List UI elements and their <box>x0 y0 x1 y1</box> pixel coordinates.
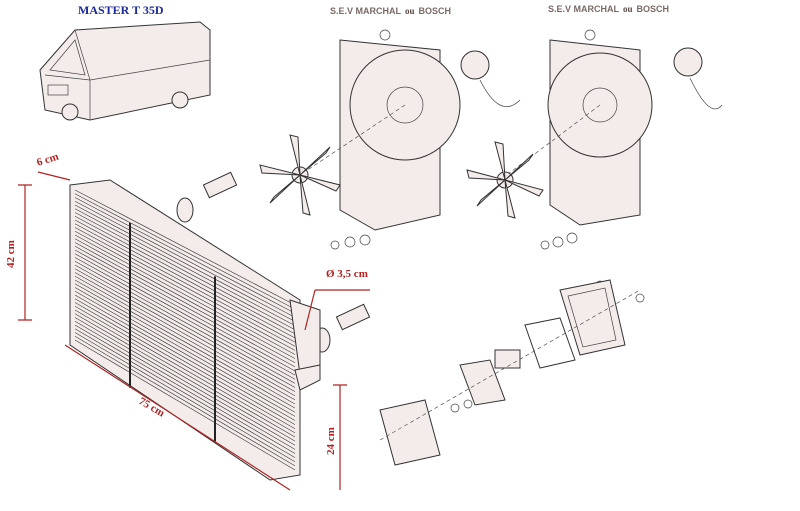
radiator-fin <box>74 335 296 467</box>
depth-dimension: 6 cm <box>35 151 60 169</box>
radiator-fin <box>74 264 296 388</box>
radiator-fin <box>74 275 296 401</box>
radiator-fin <box>74 339 296 471</box>
fan-brand-label-left: S.E.V MARCHAL ou BOSCH <box>330 1 451 18</box>
fan-blade-right <box>466 141 544 219</box>
fan-motor-left <box>460 50 490 80</box>
radiator-fin <box>74 238 296 359</box>
radiator-fin <box>74 227 296 347</box>
radiator-fin <box>74 279 296 405</box>
radiator-fin <box>74 320 296 450</box>
radiator-fin <box>74 268 296 392</box>
radiator-fin <box>74 197 296 314</box>
fan-motor-right <box>673 47 703 77</box>
radiator-fin <box>74 193 296 310</box>
fan-shroud-left <box>299 39 461 231</box>
radiator-fin <box>74 219 296 339</box>
radiator-fin <box>74 200 296 318</box>
fan-blade-left <box>259 134 341 216</box>
radiator-fin <box>74 313 296 442</box>
radiator-fin <box>74 204 296 322</box>
radiator-fin <box>74 294 296 421</box>
radiator-fin <box>74 189 296 306</box>
radiator-fin <box>74 305 296 434</box>
relay-box <box>379 399 441 466</box>
radiator-fin <box>74 298 296 425</box>
temperature-sensor-top <box>176 171 238 223</box>
radiator-fin <box>74 249 296 372</box>
radiator-fin <box>74 242 296 364</box>
vehicle-title: MASTER T 35D <box>78 3 164 17</box>
height-dimension: 42 cm <box>5 240 17 268</box>
radiator-fin <box>74 272 296 397</box>
radiator-fin <box>74 290 296 417</box>
radiator-fin <box>74 212 296 331</box>
radiator-fin <box>74 328 296 458</box>
hose-diameter-dimension: Ø 3,5 cm <box>326 268 368 280</box>
radiator-fin <box>74 253 296 376</box>
radiator-fin <box>74 215 296 335</box>
radiator-fin <box>74 245 296 368</box>
radiator-fin <box>74 208 296 326</box>
temperature-sensor-bottom <box>313 303 371 353</box>
fan-shroud-right <box>499 39 653 226</box>
radiator-fin <box>74 257 296 380</box>
fan-brand-label-right: S.E.V MARCHAL ou BOSCH <box>548 0 669 16</box>
dimension-lines <box>18 171 370 491</box>
radiator-fin <box>74 260 296 384</box>
connector <box>494 349 521 369</box>
radiator-fin <box>74 302 296 430</box>
radiator-fin <box>74 230 296 351</box>
tank-height-dimension: 24 cm <box>325 427 337 455</box>
radiator-fin <box>74 324 296 454</box>
radiator-fin <box>74 283 296 409</box>
radiator-fin <box>74 287 296 413</box>
radiator-fin <box>74 332 296 463</box>
radiator-fin <box>74 309 296 438</box>
gasket <box>524 317 576 369</box>
radiator-fin <box>74 234 296 355</box>
cover-plate <box>459 359 506 406</box>
radiator <box>69 179 321 481</box>
radiator-fin <box>74 223 296 343</box>
van-illustration <box>39 21 211 121</box>
radiator-fin <box>74 317 296 446</box>
